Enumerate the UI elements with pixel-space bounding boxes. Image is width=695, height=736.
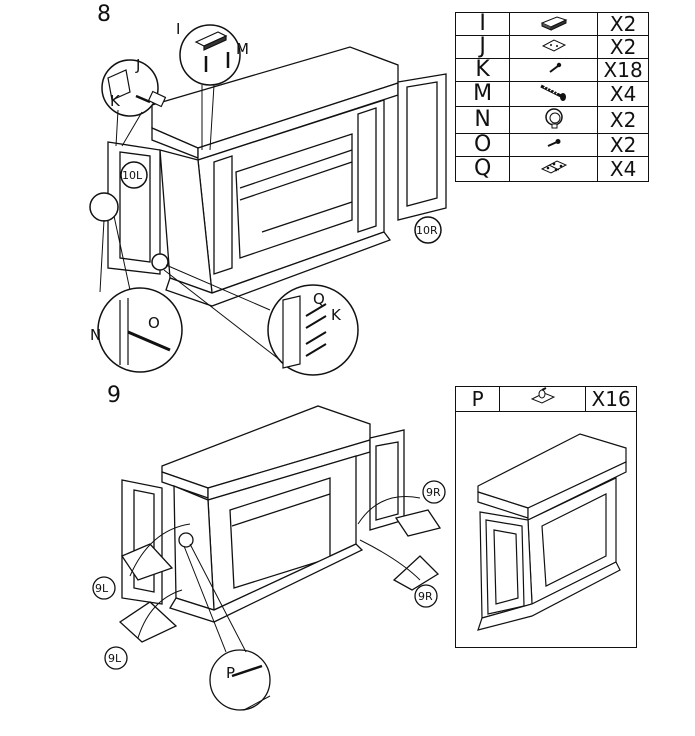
detail-circle-P bbox=[209, 649, 271, 711]
parts-row: I X2 bbox=[454, 12, 649, 36]
door-left-label: 10L bbox=[122, 169, 143, 182]
knob-icon bbox=[509, 106, 599, 134]
hinge-icon bbox=[509, 156, 599, 182]
shelf-9L-a bbox=[121, 543, 174, 581]
callout-label-O: O bbox=[148, 314, 160, 332]
shelf-pin-table: P X16 bbox=[454, 386, 637, 412]
detail-circle-N-O bbox=[97, 287, 183, 373]
door-right-label: 10R bbox=[416, 224, 438, 237]
shelf-pin-icon bbox=[499, 386, 587, 412]
parts-row: N X2 bbox=[454, 106, 649, 134]
final-view-frame bbox=[455, 412, 637, 648]
step-8-illustration bbox=[89, 24, 447, 376]
bracket-icon bbox=[509, 12, 599, 36]
part-qty: X2 bbox=[597, 35, 649, 59]
step-9-illustration bbox=[92, 405, 446, 711]
part-qty: X4 bbox=[597, 81, 649, 107]
plate-icon bbox=[509, 35, 599, 59]
callout-label-Q: Q bbox=[313, 290, 325, 308]
callout-label-K: K bbox=[110, 92, 120, 110]
callout-label-I: I bbox=[176, 20, 181, 38]
shelf-9L-label-b: 9L bbox=[108, 652, 122, 665]
step-9-number: 9 bbox=[107, 383, 121, 408]
part-qty: X4 bbox=[597, 156, 649, 182]
parts-row: Q X4 bbox=[454, 156, 649, 182]
shelf-9R-b bbox=[392, 555, 440, 591]
callout-label-J: J bbox=[136, 56, 141, 74]
shelf-9R-label-b: 9R bbox=[418, 590, 433, 603]
step-8-number: 8 bbox=[97, 2, 111, 27]
part-letter: K bbox=[454, 58, 511, 82]
callout-label-N: N bbox=[90, 326, 102, 344]
cabinet-base bbox=[165, 231, 392, 307]
shelf-9L-label-a: 9L bbox=[95, 582, 109, 595]
parts-row: O X2 bbox=[454, 133, 649, 157]
shelf-9R-label-a: 9R bbox=[426, 486, 441, 499]
parts-row: K X18 bbox=[454, 58, 649, 82]
parts-table: I X2 J X2 K X18 M X4 N X2 O bbox=[454, 12, 649, 182]
part-letter: O bbox=[454, 133, 511, 157]
callout-label-K2: K bbox=[331, 306, 341, 324]
part-qty: X16 bbox=[585, 386, 637, 412]
shelf-9R-a bbox=[394, 509, 442, 537]
parts-row: P X16 bbox=[454, 386, 637, 412]
part-letter: N bbox=[454, 106, 511, 134]
part-letter: P bbox=[454, 386, 501, 412]
part-letter: Q bbox=[454, 156, 511, 182]
part-letter: J bbox=[454, 35, 511, 59]
part-letter: I bbox=[454, 12, 511, 36]
part-qty: X2 bbox=[597, 12, 649, 36]
callout-label-M: M bbox=[236, 40, 249, 58]
wood-screw-icon bbox=[509, 81, 599, 107]
part-letter: M bbox=[454, 81, 511, 107]
callout-label-P: P bbox=[226, 664, 236, 682]
parts-row: J X2 bbox=[454, 35, 649, 59]
small-screw-icon bbox=[509, 58, 599, 82]
parts-row: M X4 bbox=[454, 81, 649, 107]
final-assembly-illustration bbox=[477, 433, 627, 631]
shelf-9L-b bbox=[118, 601, 178, 643]
part-qty: X2 bbox=[597, 133, 649, 157]
detail-circle-I-M bbox=[179, 24, 241, 86]
bolt-icon bbox=[509, 133, 599, 157]
part-qty: X2 bbox=[597, 106, 649, 134]
part-qty: X18 bbox=[597, 58, 649, 82]
